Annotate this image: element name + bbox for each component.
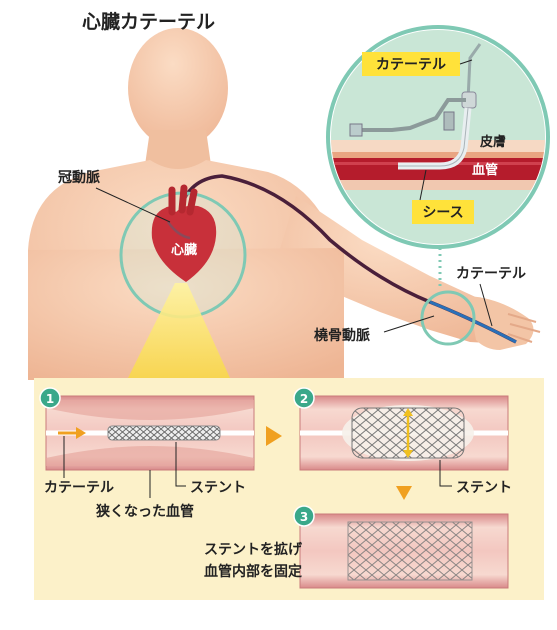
radial-artery-leader [383, 315, 435, 333]
step-2-stent-label: ステント [456, 480, 512, 496]
skin-label: 皮膚 [479, 134, 506, 150]
sheath-label: シース [422, 205, 463, 221]
step-arrow-down [396, 486, 412, 500]
sheath-callout [412, 200, 474, 224]
coronary-artery-leader [95, 187, 171, 223]
radial-artery-label: 橈骨動脈 [314, 327, 370, 344]
step-arrow-right [266, 426, 282, 446]
inset-catheter-callout [362, 52, 460, 76]
step-3-line-1: ステントを拡げ [204, 541, 303, 558]
wrist-highlight-circle [420, 290, 476, 346]
step-1: 1 カテーテル ステント 狭くなった血管 [39, 387, 255, 520]
inset-catheter-label: カテーテル [376, 57, 446, 73]
step-1-narrow-vessel-label: 狭くなった血管 [95, 503, 194, 520]
catheter-leader [479, 283, 493, 327]
sheath-inset: カテーテル 皮膚 血管 シース [326, 25, 550, 249]
magnify-beam [128, 283, 230, 378]
step-2-number: 2 [300, 392, 308, 406]
heart: 心臓 [151, 184, 217, 282]
step-1-number: 1 [46, 392, 54, 406]
blood-vessel-label: 血管 [472, 162, 498, 178]
page-title: 心臓カテーテル [82, 11, 215, 33]
heart-label: 心臓 [171, 242, 197, 258]
step-3-number: 3 [300, 510, 308, 524]
step-2: 2 ステント [293, 387, 512, 496]
step-1-catheter-label: カテーテル [44, 480, 114, 496]
coronary-artery-label: 冠動脈 [58, 169, 100, 186]
step-3: 3 ステントを拡げ 血管内部を固定 [204, 505, 509, 589]
catheter-label: カテーテル [456, 266, 526, 282]
step-1-stent-label: ステント [190, 480, 246, 496]
step-3-line-2: 血管内部を固定 [204, 563, 302, 580]
